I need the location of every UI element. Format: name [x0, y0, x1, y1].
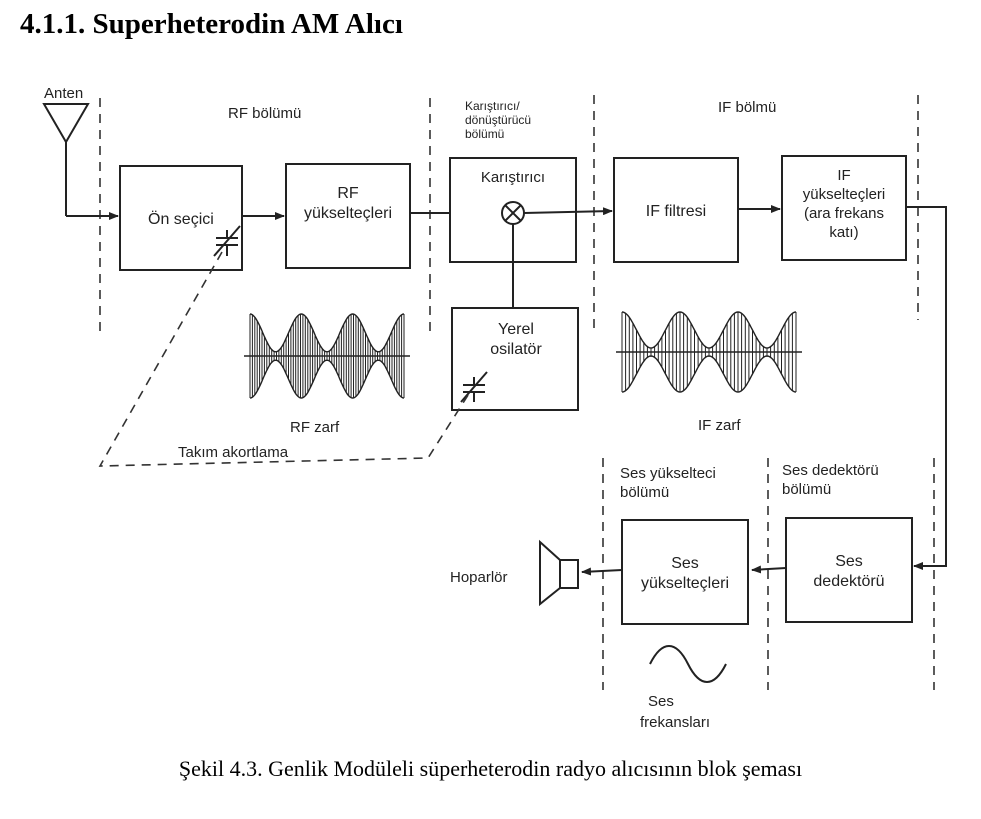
if-amp-label-3: (ara frekans: [804, 205, 884, 222]
rf-section-label: RF bölümü: [228, 105, 301, 122]
audio-amp-section-label-1: Ses yükselteci: [620, 465, 716, 482]
audio-sine-icon: [649, 645, 727, 683]
mixer-label: Karıştırıcı: [481, 169, 545, 186]
if-amp-label-1: IF: [837, 167, 850, 184]
rf-amp-label-2: yükselteçleri: [304, 205, 392, 222]
rf-envelope-label: RF zarf: [290, 419, 340, 436]
if-amplifier-block: IF yükselteçleri (ara frekans katı): [781, 155, 907, 261]
audio-freq-label-2: frekansları: [640, 714, 710, 731]
if-to-detector-line: [906, 206, 947, 570]
audio-amplifier-block: Ses yükselteçleri: [621, 519, 749, 625]
oscillator-label-2: osilatör: [490, 341, 542, 358]
page-heading: 4.1.1. Superheterodin AM Alıcı: [20, 8, 403, 40]
figure-caption: Şekil 4.3. Genlik Modüleli süperheterodi…: [178, 756, 803, 781]
rf-envelope-waveform: [244, 313, 410, 399]
mixer-section-label-1: Karıştırıcı/: [465, 99, 520, 113]
variable-capacitor-icon: [213, 225, 241, 257]
audio-det-section-label-2: bölümü: [782, 481, 831, 498]
detector-label-2: dedektörü: [813, 573, 884, 590]
antenna-icon: [42, 103, 119, 220]
preselector-label: Ön seçici: [148, 210, 214, 228]
variable-capacitor-icon: [460, 371, 488, 403]
if-filter-label: IF filtresi: [646, 203, 706, 220]
if-envelope-label: IF zarf: [698, 417, 741, 434]
audio-freq-label-1: Ses: [648, 693, 674, 710]
mixer-to-if-arrow: [523, 207, 613, 216]
antenna-label: Anten: [44, 85, 83, 102]
rf-amplifier-block: RF yükselteçleri: [285, 163, 411, 269]
audio-det-section-label-1: Ses dedektörü: [782, 462, 879, 479]
detector-label-1: Ses: [835, 553, 863, 570]
audio-amp-label-2: yükselteçleri: [641, 575, 729, 592]
rf-amp-label-1: RF: [337, 185, 359, 202]
speaker-icon: [539, 539, 579, 607]
audio-amp-to-speaker-arrow: [581, 567, 623, 576]
mixer-section-label-3: bölümü: [465, 127, 504, 141]
mixer-section-label-2: dönüştürücü: [465, 113, 531, 127]
audio-detector-block: Ses dedektörü: [785, 517, 913, 623]
detector-to-audio-amp-arrow: [751, 565, 787, 574]
if-filter-block: IF filtresi: [613, 157, 739, 263]
audio-amp-label-1: Ses: [671, 555, 699, 572]
if-envelope-waveform: [616, 311, 802, 393]
oscillator-label-1: Yerel: [498, 321, 534, 338]
gang-tuning-line: [98, 251, 471, 467]
speaker-label: Hoparlör: [450, 569, 508, 586]
preselector-block: Ön seçici: [119, 165, 243, 271]
local-oscillator-block: Yerel osilatör: [451, 307, 579, 411]
if-amp-label-4: katı): [829, 224, 858, 241]
if-section-label: IF bölmü: [718, 99, 776, 116]
gang-tuning-label: Takım akortlama: [178, 444, 289, 461]
audio-amp-section-label-2: bölümü: [620, 484, 669, 501]
if-amp-label-2: yükselteçleri: [803, 186, 886, 203]
